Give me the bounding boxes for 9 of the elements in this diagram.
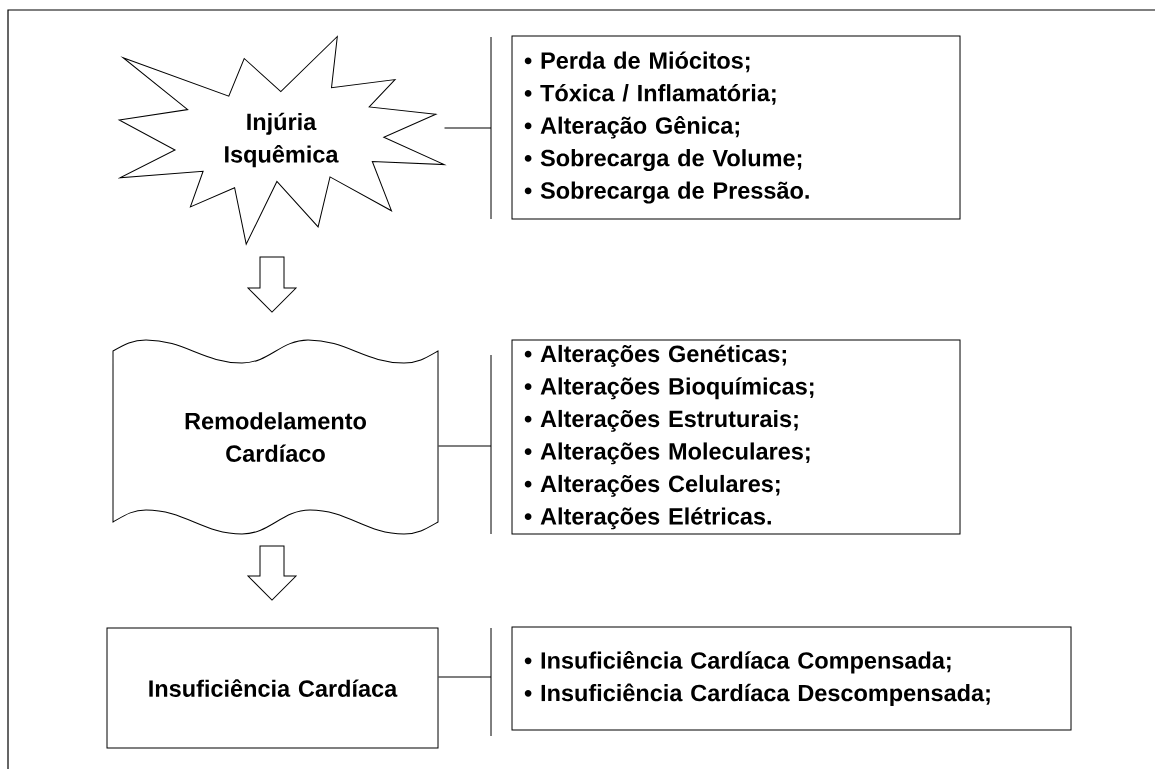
process-box: Insuficiência Cardíaca (106, 627, 439, 749)
list-box: • Insuficiência Cardíaca Compensada; • Insuficiência Cardíaca Descompensada; (511, 626, 1072, 731)
list-box: • Alterações Genéticas; • Alterações Bioquímicas; • Alterações Estruturais; • Alterações Moleculares; • Alterações Celulares; • Alterações Elétricas. (511, 339, 961, 535)
block-arrow (247, 256, 297, 313)
block-arrow (247, 545, 297, 601)
connector-line (438, 676, 492, 678)
connector-line (444, 127, 492, 129)
connector-line (438, 445, 492, 447)
list-box: • Perda de Miócitos; • Tóxica / Inflamatória; • Alteração Gênica; • Sobrecarga de Volume; • Sobrecarga de Pressão. (511, 35, 961, 220)
